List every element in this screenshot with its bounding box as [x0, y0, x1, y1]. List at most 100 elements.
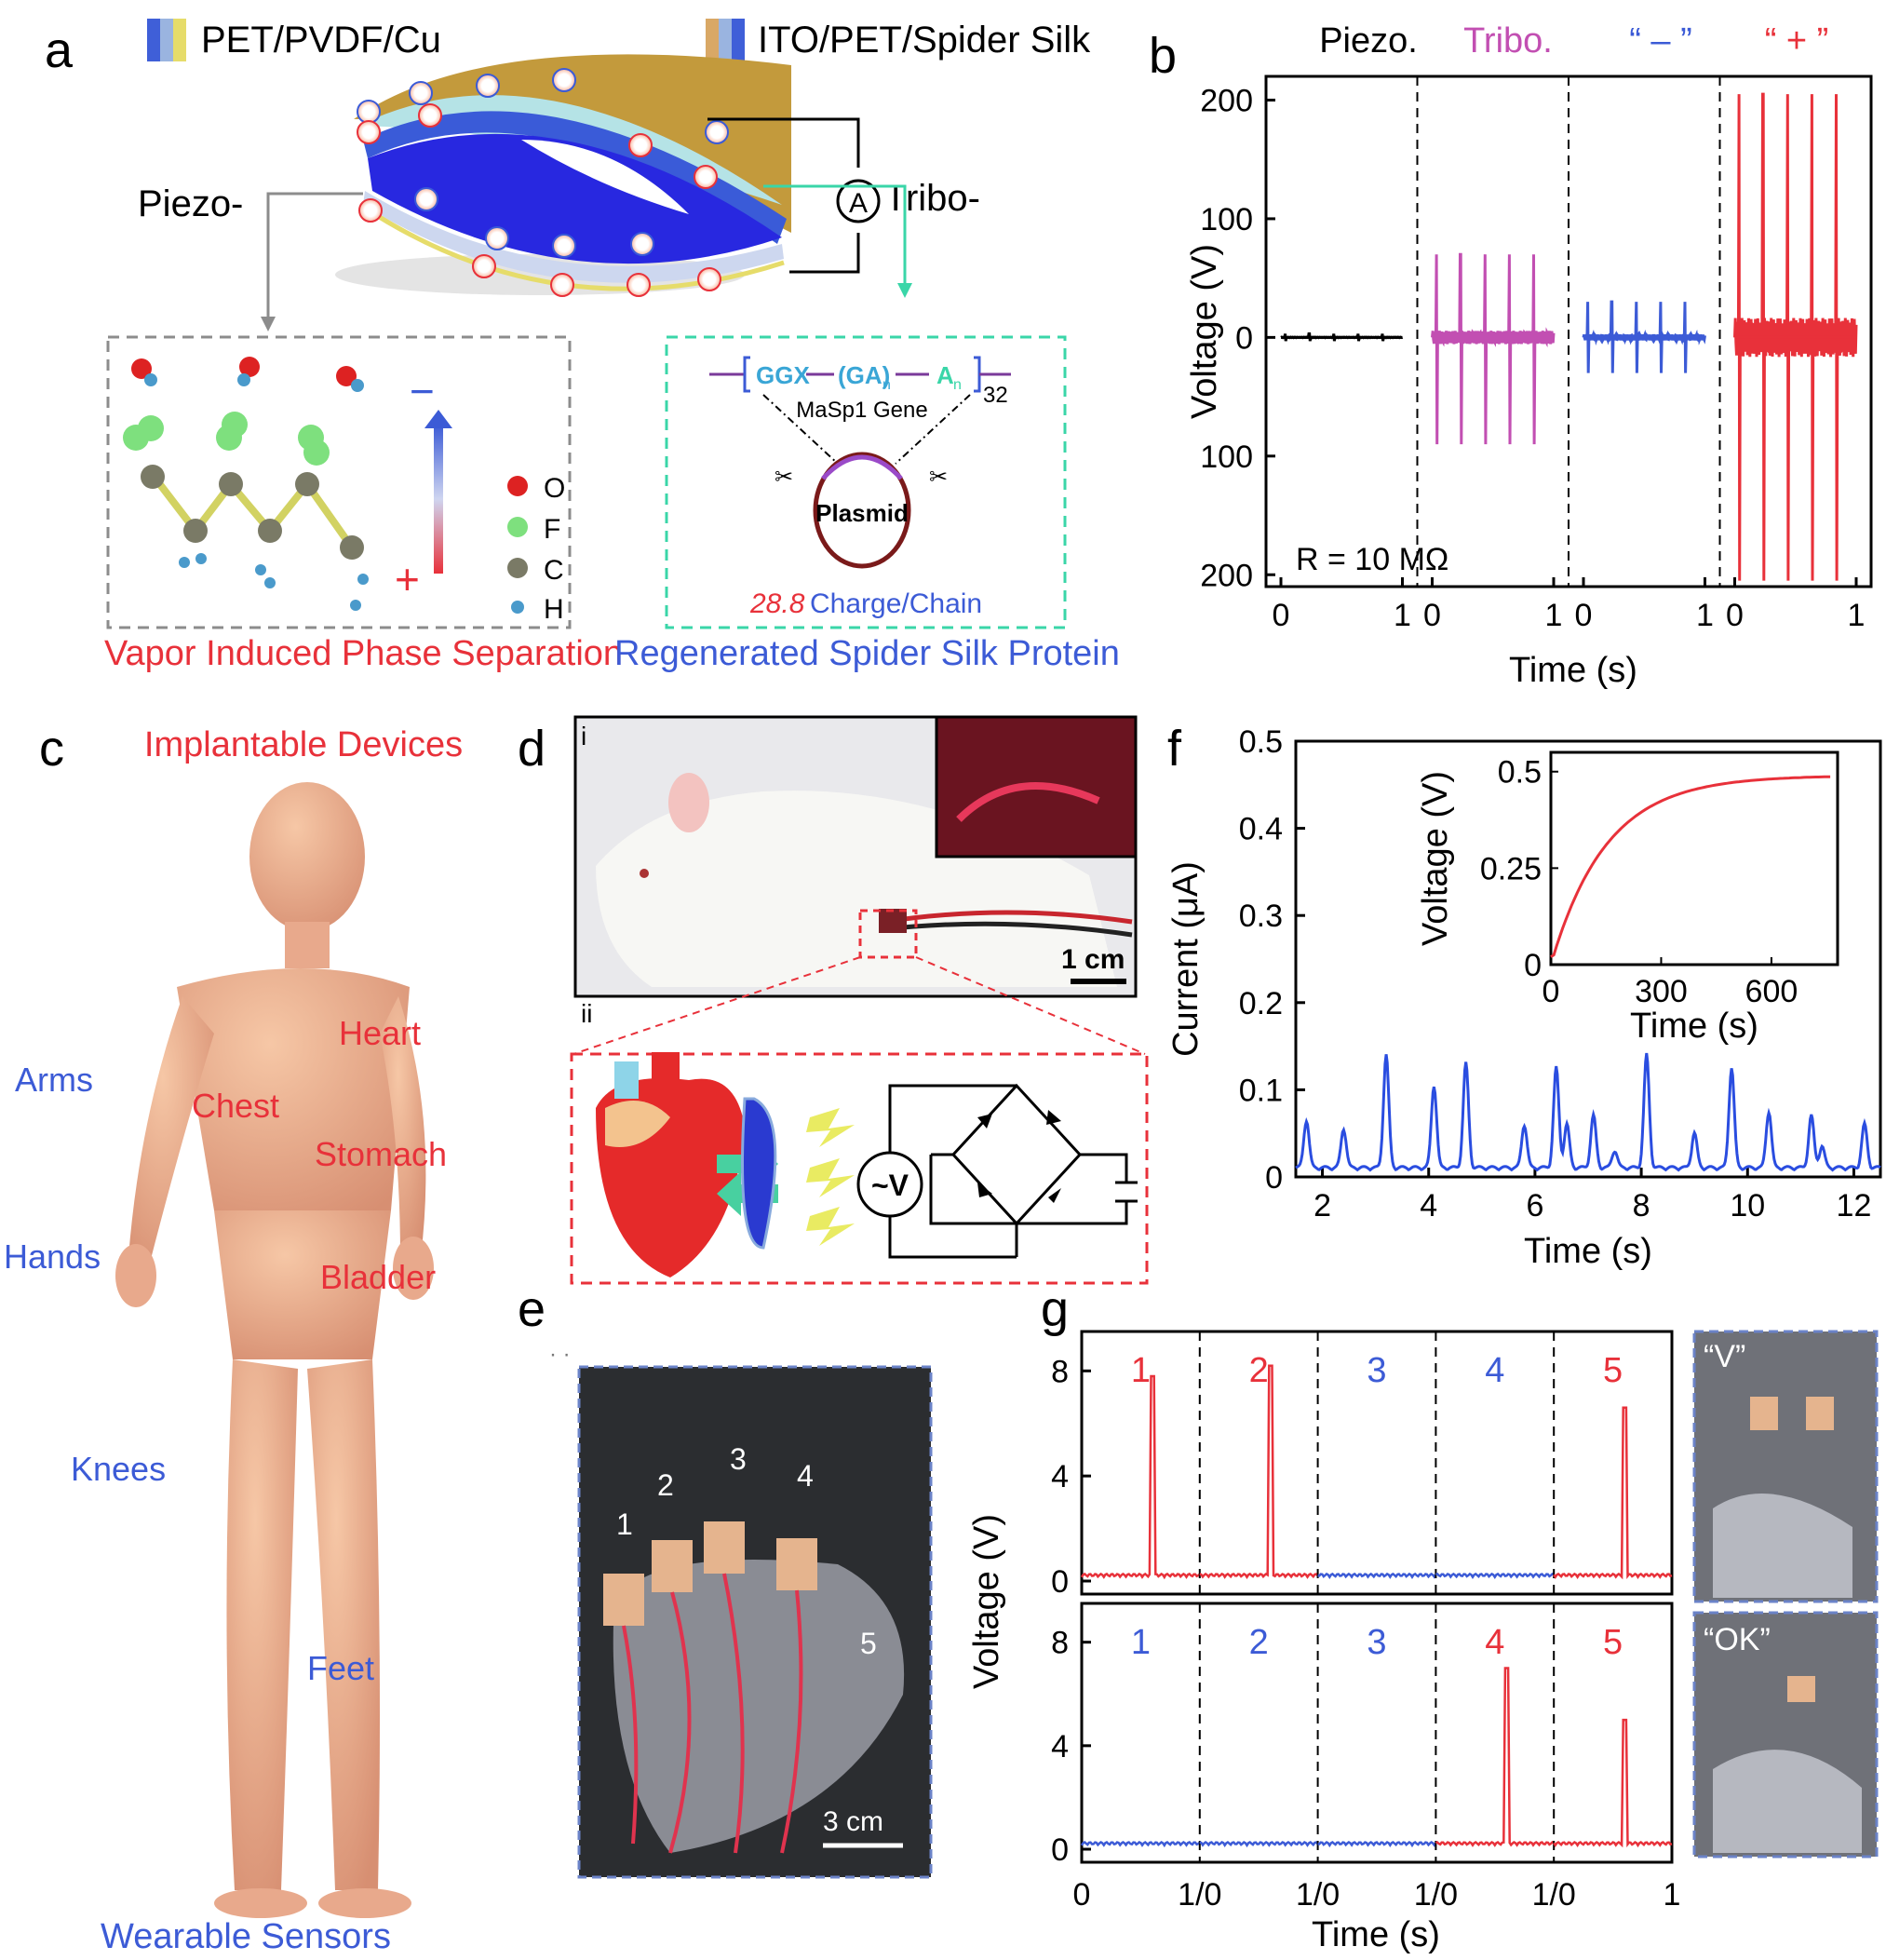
y-tick-label: 8	[1051, 1626, 1069, 1661]
y-tick-label: 0.4	[1239, 812, 1283, 847]
x-tick-label: 0	[1575, 598, 1593, 633]
voltage-trace-top-3	[1435, 1572, 1555, 1579]
charge-minus-markers	[357, 68, 729, 258]
voltage-trace-bottom-3	[1435, 1667, 1555, 1847]
y-tick-label: 4	[1051, 1459, 1069, 1494]
gene-ggx-g: GGX	[756, 361, 810, 389]
current-trace	[1295, 1052, 1881, 1172]
finger-number: 3	[1367, 1351, 1386, 1390]
y-axis-title: Voltage (V)	[1185, 244, 1224, 419]
legend-right-label: ITO/PET/Spider Silk	[758, 20, 1091, 61]
implantable-title: Implantable Devices	[144, 725, 463, 764]
panel-label-g: g	[1041, 1281, 1069, 1337]
minus-polarity: −	[410, 367, 435, 415]
ammeter-icon	[836, 179, 881, 223]
gene-ga-sub: n	[882, 377, 891, 393]
plasmid-icon	[813, 452, 911, 569]
finger-number-3: 3	[730, 1442, 747, 1476]
x-tick-label: 1/0	[1532, 1877, 1576, 1913]
charge-value: 28.8	[749, 588, 805, 619]
y-tick-label: 0.1	[1239, 1073, 1283, 1108]
polarity-gradient-arrow	[434, 425, 443, 574]
x-tick-label: 2	[1313, 1188, 1331, 1223]
heart-icon	[596, 1052, 745, 1277]
finger-number-5: 5	[860, 1627, 877, 1660]
panel-d: i 1 cm ii ~V	[570, 715, 1149, 1285]
finger-number: 2	[1249, 1623, 1269, 1662]
wires	[622, 1573, 803, 1854]
panel-label-c: c	[39, 721, 64, 777]
nanogenerator-icon	[741, 1097, 777, 1250]
atom-legend: O F C H	[507, 473, 565, 625]
x-axis-title: Time (s)	[1524, 1232, 1652, 1271]
inset-x-axis-title: Time (s)	[1630, 1007, 1758, 1046]
label-bladder: Bladder	[320, 1258, 436, 1296]
y-tick-label: 4	[1051, 1729, 1069, 1764]
label-knees: Knees	[71, 1450, 166, 1488]
x-tick-label: 8	[1633, 1188, 1650, 1223]
finger-number-2: 2	[657, 1468, 674, 1502]
voltage-trace-top-1	[1199, 1364, 1319, 1579]
label-heart: Heart	[339, 1014, 421, 1052]
spider-silk-box	[665, 335, 1067, 629]
panel-c: Implantable Devices Heart Chest Stomach …	[4, 725, 463, 1956]
panel-g-photos: “V” “OK”	[1692, 1330, 1879, 1859]
voltage-trace-bottom-2	[1317, 1840, 1437, 1848]
finger-number: 5	[1603, 1623, 1623, 1662]
x-tick-label: 1/0	[1414, 1877, 1458, 1913]
x-tick-label: 1	[1394, 598, 1411, 633]
x-tick-label: 1	[1848, 598, 1866, 633]
label-chest: Chest	[192, 1087, 279, 1125]
scissors-left-icon: ✂	[775, 465, 793, 490]
voltage-trace-bottom-1	[1199, 1840, 1319, 1848]
x-tick-label: 0	[1273, 598, 1290, 633]
voltage-trace-top-0	[1080, 1374, 1201, 1580]
series-line-1	[1431, 252, 1556, 445]
y-tick-label: 0.5	[1239, 724, 1283, 760]
inset-x-tick-label: 0	[1542, 974, 1560, 1009]
sub-label-ii: ii	[581, 999, 592, 1028]
x-tick-label: 1/0	[1296, 1877, 1340, 1913]
x-tick-label: 0	[1726, 598, 1744, 633]
y-tick-label: 200	[1200, 558, 1253, 593]
gene-ga-repeat: (GA)	[838, 361, 890, 389]
y-tick-label: 200	[1200, 83, 1253, 118]
finger-number-1: 1	[616, 1507, 633, 1541]
y-tick-label: 8	[1051, 1354, 1069, 1389]
photo-label-ok: “OK”	[1704, 1622, 1771, 1657]
inset-y-tick-label: 0	[1524, 948, 1542, 983]
svg-text:GGX: GGX	[756, 361, 810, 389]
charge-text: Charge/Chain	[810, 588, 982, 619]
label-hands: Hands	[4, 1237, 101, 1276]
harvester-circuit-box	[570, 1052, 1149, 1285]
y-tick-label: 0.3	[1239, 899, 1283, 934]
inset-y-axis-title: Voltage (V)	[1416, 771, 1455, 946]
voltage-trace-bottom-0	[1080, 1840, 1201, 1848]
lightning-icons	[806, 1108, 855, 1246]
y-tick-label: 100	[1200, 439, 1253, 475]
segment-header: “ + ”	[1765, 21, 1829, 61]
inset-y-tick-label: 0.25	[1480, 851, 1542, 886]
label-stomach: Stomach	[315, 1135, 447, 1173]
scale-bar-1cm: 1 cm	[1061, 944, 1125, 975]
finger-number: 1	[1131, 1351, 1151, 1390]
gene-a-block: A	[936, 361, 954, 389]
gene-repeat-count: 32	[983, 383, 1008, 408]
wearable-footer: Wearable Sensors	[101, 1917, 391, 1956]
voltage-trace-top-4	[1553, 1406, 1673, 1580]
x-tick-label: 12	[1837, 1188, 1872, 1223]
finger-number: 3	[1367, 1623, 1386, 1662]
gene-sequence: GGX (GA) n A n 32 MaSp1 Gene	[709, 356, 1011, 423]
segment-header: Tribo.	[1463, 21, 1553, 61]
y-axis-title: Current (μA)	[1166, 861, 1206, 1057]
x-tick-label: 1/0	[1178, 1877, 1221, 1913]
gene-a-sub: n	[953, 377, 962, 393]
photo-label-v: “V”	[1704, 1339, 1745, 1374]
panel-label-d: d	[518, 721, 546, 777]
panel-label-e: e	[518, 1281, 546, 1337]
scissors-right-icon: ✂	[929, 465, 948, 490]
sub-label-i: i	[581, 722, 586, 750]
finger-number: 1	[1131, 1623, 1151, 1662]
plot-frame-g-bottom	[1080, 1602, 1674, 1864]
finger-number: 5	[1603, 1351, 1623, 1390]
